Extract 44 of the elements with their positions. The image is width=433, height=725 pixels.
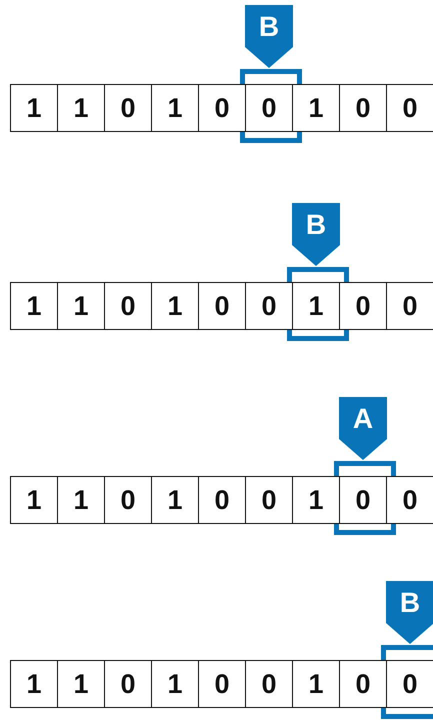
tape-cell: 0 [198, 476, 246, 524]
tape-cell: 1 [151, 84, 199, 132]
pointer-marker [339, 397, 387, 461]
tape-cell: 1 [151, 282, 199, 330]
tape-cell: 1 [292, 476, 340, 524]
tape-cell: 1 [57, 660, 105, 708]
tape-cell: 1 [292, 660, 340, 708]
state-letter: A [352, 403, 374, 435]
tape-cell: 0 [104, 84, 152, 132]
tape-cell: 0 [245, 84, 293, 132]
tape-cell: 1 [57, 282, 105, 330]
state-letter: B [258, 11, 280, 43]
tape-cell: 1 [57, 84, 105, 132]
pointer-marker [292, 203, 340, 267]
tape-cell: 1 [10, 476, 58, 524]
tape-cell: 0 [104, 282, 152, 330]
tape-cell: 0 [339, 84, 387, 132]
tape-cell: 0 [386, 282, 433, 330]
tape-cell: 1 [10, 660, 58, 708]
pointer-marker [245, 5, 293, 69]
tape-cell: 0 [386, 84, 433, 132]
tape-cell: 1 [292, 84, 340, 132]
tape-cell: 0 [198, 84, 246, 132]
tape-cell: 1 [10, 84, 58, 132]
tape-cell: 0 [245, 660, 293, 708]
state-letter: B [398, 587, 422, 619]
tape-cell: 0 [339, 282, 387, 330]
tape-cell: 0 [339, 660, 387, 708]
tape-cell: 0 [386, 476, 433, 524]
tape-cell: 0 [104, 476, 152, 524]
tape-cell: 0 [386, 660, 433, 708]
tape-cell: 0 [245, 476, 293, 524]
pointer-marker [386, 581, 433, 645]
tape-cell: 1 [151, 476, 199, 524]
tape-cell: 1 [10, 282, 58, 330]
tape-cell: 1 [57, 476, 105, 524]
tape-cell: 0 [198, 282, 246, 330]
tape-cell: 1 [292, 282, 340, 330]
tape-cell: 0 [245, 282, 293, 330]
state-letter: B [304, 209, 328, 241]
tape-cell: 0 [339, 476, 387, 524]
tape-cell: 1 [151, 660, 199, 708]
tape-cell: 0 [198, 660, 246, 708]
tape-cell: 0 [104, 660, 152, 708]
